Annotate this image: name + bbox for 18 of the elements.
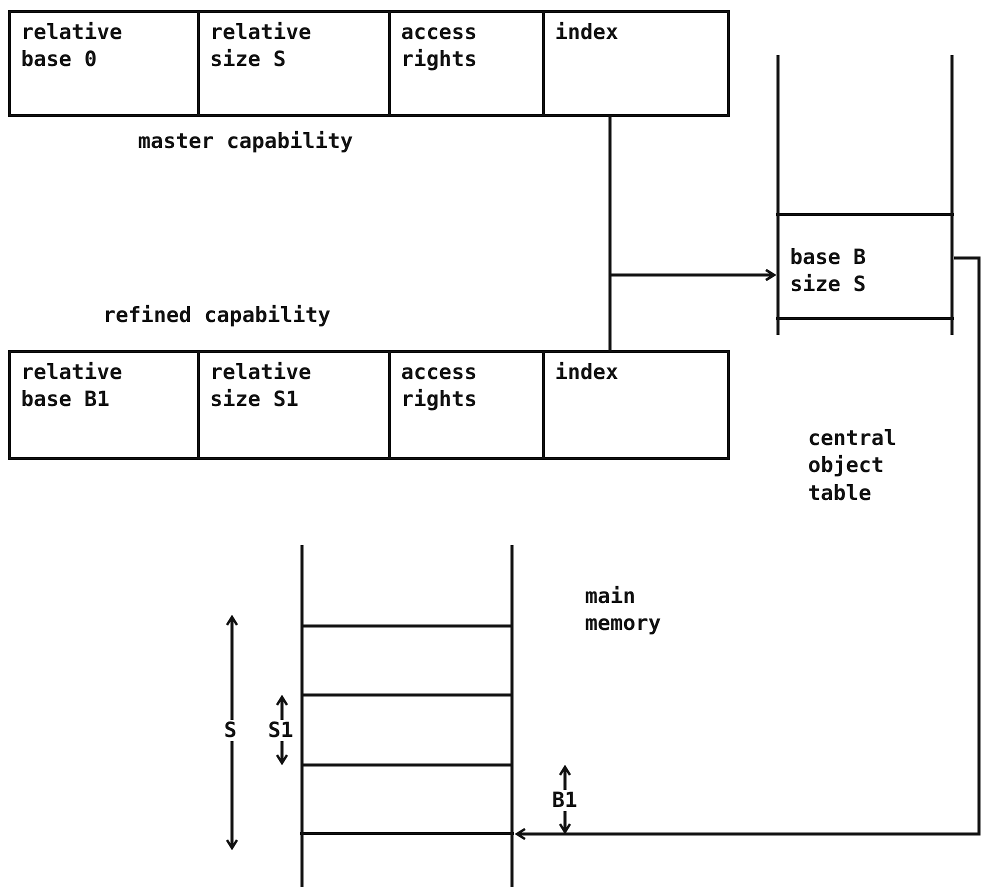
arrow [516,256,980,840]
heading-label: central object table [808,425,898,507]
field-cell: index [542,10,730,117]
heading-label: master capability [138,128,353,155]
field-cell: relative base 0 [8,10,200,117]
field-cell: access rights [388,350,545,460]
field-cell: access rights [388,10,545,117]
dimension-label: S [224,720,237,741]
field-cell: relative base B1 [8,350,200,460]
arrow [608,268,776,350]
heading-label: refined capability [103,302,331,329]
table-entry: base B size S [776,213,954,320]
heading-label: main memory [585,583,662,638]
field-cell: relative size S1 [197,350,391,460]
dimension-label: S1 [268,720,294,741]
dimension-label: B1 [552,790,578,811]
field-cell: relative size S [197,10,391,117]
field-cell: index [542,350,730,460]
